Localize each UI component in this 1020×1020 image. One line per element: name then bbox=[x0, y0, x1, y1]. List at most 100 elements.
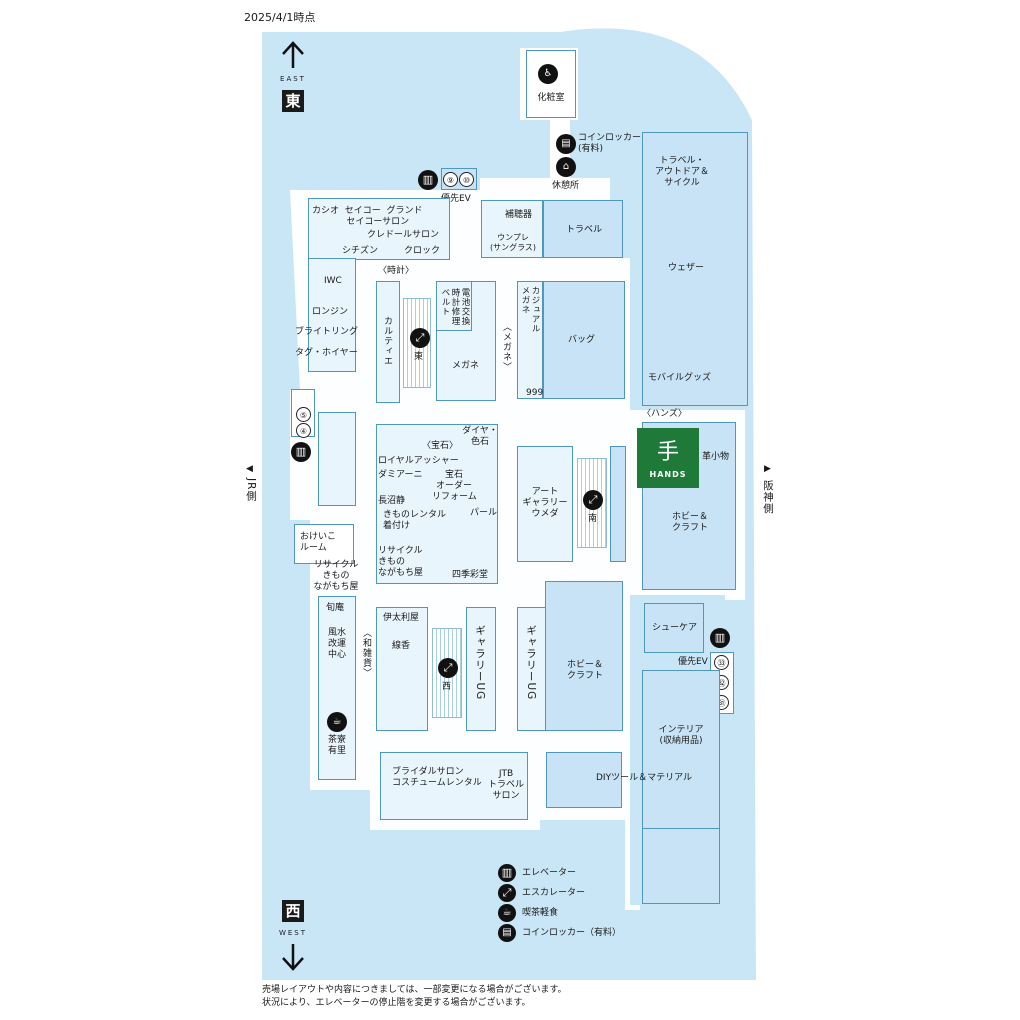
shop-label: ウェザー bbox=[668, 263, 705, 273]
elevator-number: ⑤ bbox=[296, 407, 311, 422]
legend-label: エレベーター bbox=[522, 868, 577, 878]
cartier-shop[interactable] bbox=[376, 281, 400, 403]
travel-outdoor-shop[interactable] bbox=[642, 132, 748, 406]
shop-label: 革小物 bbox=[702, 452, 730, 462]
shop-label: リサイクル きもの ながもち屋 bbox=[313, 560, 359, 592]
jewelry-block[interactable] bbox=[376, 424, 498, 584]
store-block bbox=[642, 828, 720, 904]
shop-label: ホビー＆ クラフト bbox=[671, 512, 708, 533]
west-label-en: WEST bbox=[278, 929, 308, 937]
shop-label: 999.9 bbox=[526, 388, 552, 398]
wa-zakka-block[interactable] bbox=[318, 596, 356, 780]
escalator-icon: ⤢ bbox=[583, 490, 603, 510]
escalator-label-west: 西 bbox=[442, 682, 452, 692]
watch-shop-block[interactable] bbox=[308, 198, 450, 260]
store-block bbox=[318, 412, 356, 506]
hands-logo-icon: 手 bbox=[656, 440, 679, 465]
shop-label: パール bbox=[470, 508, 498, 518]
restroom-icon: ♿ bbox=[538, 64, 558, 84]
bag-shop[interactable] bbox=[543, 281, 625, 399]
rest-area-label: 休憩所 bbox=[552, 181, 580, 191]
shoe-care-shop[interactable] bbox=[644, 603, 704, 653]
shop-label: クレドールサロン bbox=[367, 230, 440, 240]
hobby-craft-shop[interactable] bbox=[545, 581, 623, 731]
shop-label: カジュアル メガネ bbox=[520, 286, 540, 334]
store-block bbox=[610, 446, 626, 562]
escalator-west[interactable] bbox=[432, 628, 462, 718]
shop-label: リサイクル きもの ながもち屋 bbox=[378, 546, 424, 578]
legend-label: 喫茶軽食 bbox=[522, 908, 559, 918]
elevator-icon: ▥ bbox=[418, 170, 438, 190]
hanshin-side-label: 阪神側 bbox=[762, 480, 774, 515]
hearing-shop[interactable] bbox=[481, 200, 543, 258]
shop-label: 宝石 オーダー リフォーム bbox=[432, 470, 477, 502]
shop-label: ロイヤルアッシャー bbox=[378, 456, 459, 466]
watch-shop-block[interactable] bbox=[308, 258, 356, 372]
shop-label: 長沼静 bbox=[378, 496, 406, 506]
shop-label: タグ・ホイヤー bbox=[295, 348, 358, 358]
shop-label: きものレンタル 着付け bbox=[383, 510, 447, 531]
art-gallery[interactable] bbox=[517, 446, 573, 562]
east-label-en: EAST bbox=[280, 75, 306, 83]
shop-label: ギャラリーUG bbox=[474, 625, 486, 701]
elevator-icon: ▥ bbox=[498, 864, 516, 882]
shop-label: ギャラリーUG bbox=[525, 625, 537, 701]
shop-label: シチズン bbox=[342, 246, 379, 256]
okeiko-room[interactable] bbox=[294, 524, 354, 564]
travel-shop[interactable] bbox=[543, 200, 623, 258]
watch-repair-shop[interactable] bbox=[436, 281, 472, 331]
shop-label: おけいこ ルーム bbox=[300, 532, 337, 553]
arrow-right-icon: ▶ bbox=[764, 464, 771, 474]
elevator-number: ④ bbox=[296, 423, 311, 438]
shop-label: ブライダルサロン コスチュームレンタル bbox=[392, 767, 482, 788]
escalator-icon: ⤢ bbox=[438, 658, 458, 678]
shop-label: JTB トラベル サロン bbox=[487, 769, 524, 801]
elevator-icon: ▥ bbox=[710, 628, 730, 648]
shop-label: 伊太利屋 bbox=[383, 613, 420, 623]
gallery-ug-south[interactable] bbox=[517, 607, 547, 731]
shop-label: トラベル bbox=[566, 225, 603, 235]
footer-note: 状況により、エレベーターの停止階を変更する場合がございます。 bbox=[262, 998, 531, 1008]
shop-label: 電池交換 時計修理 ベルト bbox=[440, 288, 470, 326]
casual-glasses-shop[interactable] bbox=[517, 281, 543, 399]
hands-logo-text: HANDS bbox=[649, 470, 687, 479]
shop-label: トラベル・ アウトドア＆ サイクル bbox=[654, 156, 709, 188]
diy-shop[interactable] bbox=[546, 752, 622, 808]
bridal-salon[interactable] bbox=[380, 752, 528, 820]
shop-label: DIYツール＆マテリアル bbox=[596, 773, 692, 783]
shop-label: バッグ bbox=[568, 335, 596, 345]
shop-label: 線香 bbox=[392, 641, 411, 651]
coin-locker-icon: ▤ bbox=[556, 134, 576, 154]
interior-shop[interactable] bbox=[642, 670, 720, 832]
priority-ev-label: 優先EV bbox=[441, 194, 471, 204]
shop-label: ダミアーニ bbox=[378, 470, 423, 480]
east-label-jp: 東 bbox=[282, 90, 304, 112]
rest-area-icon: ⌂ bbox=[556, 157, 576, 177]
coin-locker-label: コインロッカー (有料) bbox=[578, 133, 642, 154]
escalator-label-east: 東 bbox=[414, 352, 424, 362]
date-label: 2025/4/1時点 bbox=[244, 11, 316, 24]
arrow-left-icon: ◀ bbox=[246, 464, 253, 474]
jr-side-label: JR側 bbox=[245, 478, 257, 502]
section-label-glasses: 〈メガネ〉 bbox=[501, 322, 511, 372]
shop-label: ブライトリング bbox=[295, 327, 359, 337]
section-label-watch: 〈時計〉 bbox=[378, 266, 415, 276]
arrow-up-icon bbox=[282, 41, 304, 68]
section-label-wa-zakka: 〈和雑貨〉 bbox=[361, 628, 371, 678]
shop-label: 風水 改運 中心 bbox=[327, 628, 346, 660]
shop-label: メガネ bbox=[452, 361, 480, 371]
shop-label: クロック bbox=[404, 246, 441, 256]
elevator-number: ⑨ bbox=[443, 172, 458, 187]
shop-label: ホビー＆ クラフト bbox=[566, 660, 603, 681]
shop-label: シューケア bbox=[652, 623, 698, 633]
coin-locker-icon: ▤ bbox=[498, 924, 516, 942]
shop-label: カシオ セイコー グランド セイコーサロン bbox=[312, 206, 423, 227]
escalator-icon: ⤢ bbox=[498, 884, 516, 902]
hands-logo: 手 HANDS bbox=[637, 428, 699, 488]
gallery-ug-west[interactable] bbox=[466, 607, 496, 731]
elevator-number: ⑩ bbox=[459, 172, 474, 187]
itariya-shop[interactable] bbox=[376, 607, 428, 731]
elevator-number: ㉝ bbox=[714, 655, 729, 670]
shop-label: 補聴器 bbox=[505, 210, 533, 220]
shop-label: ウンプレ (サングラス) bbox=[489, 233, 537, 252]
